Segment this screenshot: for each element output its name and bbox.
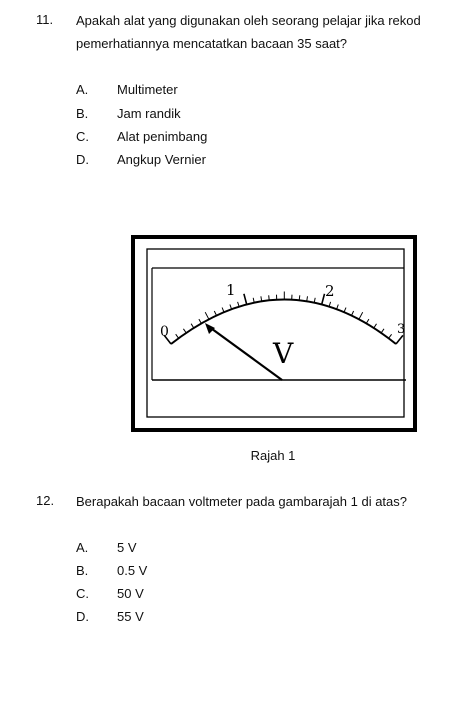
unit-label: V (272, 337, 294, 370)
scale-tick (213, 310, 217, 316)
option-text-d[interactable]: Angkup Vernier (117, 152, 206, 167)
scale-tick (163, 334, 172, 345)
scale-label-3: 3 (397, 322, 405, 337)
option-letter-c[interactable]: C. (76, 129, 89, 144)
scale-tick (395, 334, 404, 345)
meter-needle-arrowhead (205, 323, 215, 334)
scale-tick (373, 323, 377, 329)
scale-tick (380, 328, 385, 334)
scale-tick (320, 293, 326, 305)
scale-tick (365, 318, 370, 324)
scale-tick (336, 304, 339, 310)
scale-tick (237, 301, 240, 307)
scale-tick (268, 295, 270, 301)
option-text-a[interactable]: 5 V (117, 540, 137, 555)
option-text-b[interactable]: 0.5 V (117, 563, 148, 578)
scale-tick (260, 296, 263, 302)
scale-tick (388, 333, 393, 339)
scale-tick (358, 311, 364, 320)
option-text-c[interactable]: Alat penimbang (117, 129, 208, 144)
option-letter-a[interactable]: A. (76, 82, 89, 97)
question-text: Berapakah bacaan voltmeter pada gambaraj… (76, 494, 407, 509)
meter-needle (207, 325, 283, 381)
meter-outer-frame (131, 235, 417, 432)
scale-tick (182, 328, 187, 334)
scale-tick (204, 311, 210, 320)
scale-tick (313, 297, 316, 303)
meter-scale-ticks (163, 291, 404, 345)
meter-inner-frame (146, 248, 405, 418)
option-letter-a[interactable]: A. (76, 540, 89, 555)
option-letter-d[interactable]: D. (76, 609, 89, 624)
scale-tick (229, 304, 233, 310)
scale-tick (252, 297, 255, 303)
question-number: 11. (36, 12, 54, 27)
scale-tick (306, 296, 308, 302)
scale-tick (243, 293, 248, 305)
scale-label-0: 0 (160, 324, 169, 340)
option-text-b[interactable]: Jam randik (117, 106, 181, 121)
option-text-c[interactable]: 50 V (117, 586, 144, 601)
scale-tick (175, 333, 180, 339)
option-letter-d[interactable]: D. (76, 152, 89, 167)
scale-tick (198, 318, 202, 324)
scale-tick (298, 295, 301, 301)
meter-scale-arc (170, 298, 397, 345)
scale-tick (351, 310, 355, 316)
scale-tick (343, 307, 347, 313)
scale-tick (221, 307, 225, 313)
figure-caption: Rajah 1 (250, 448, 296, 463)
scale-tick (190, 323, 195, 329)
option-letter-b[interactable]: B. (76, 106, 89, 121)
question-number: 12. (36, 493, 55, 508)
option-letter-b[interactable]: B. (76, 563, 89, 578)
scale-label-1: 1 (226, 281, 236, 299)
option-letter-c[interactable]: C. (76, 586, 89, 601)
question-text: Apakah alat yang digunakan oleh seorang … (76, 13, 421, 51)
option-text-d[interactable]: 55 V (117, 609, 144, 624)
scale-tick (328, 301, 332, 307)
option-text-a[interactable]: Multimeter (117, 82, 178, 97)
scale-label-2: 2 (325, 282, 335, 300)
